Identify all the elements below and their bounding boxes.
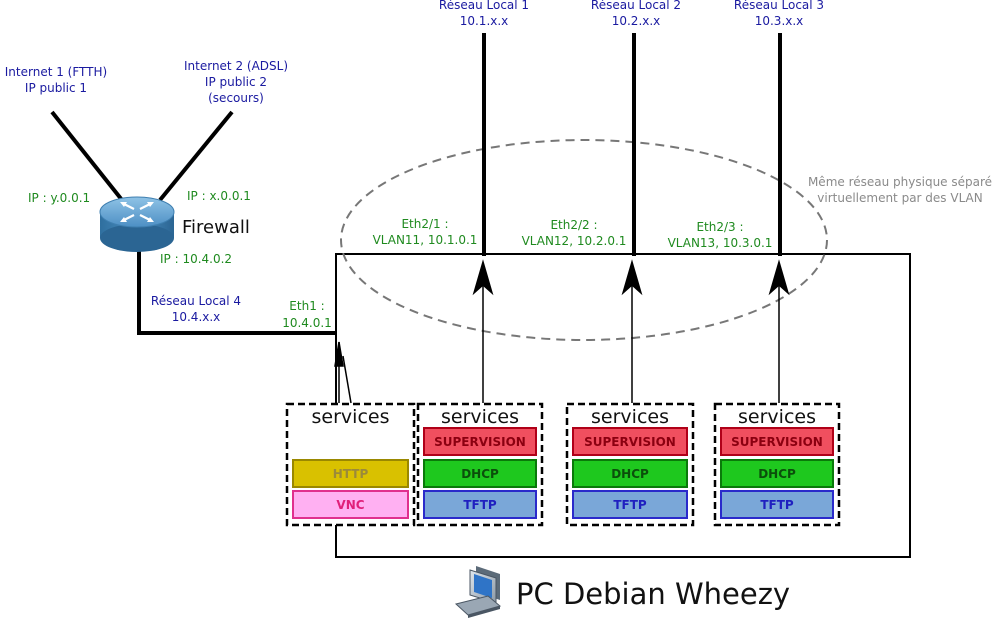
lan2-subnet: 10.2.x.x	[612, 14, 661, 28]
eth2-1-label: Eth2/1 :	[401, 217, 448, 231]
service-supervision-block	[720, 427, 834, 456]
internet1-label-line2: IP public 1	[25, 81, 87, 95]
service-supervision-label: SUPERVISION	[584, 435, 676, 449]
service-http-label: HTTP	[333, 467, 369, 481]
service-tftp-block	[572, 490, 688, 519]
firewall-ip-bottom: IP : 10.4.0.2	[160, 252, 232, 266]
service-box-title: services	[591, 406, 669, 428]
service-vnc-label: VNC	[336, 498, 364, 512]
service-box-title: services	[441, 406, 519, 428]
firewall-router-icon	[99, 196, 175, 252]
service-box-title: services	[738, 406, 816, 428]
service-supervision-label: SUPERVISION	[731, 435, 823, 449]
service-tftp-label: TFTP	[760, 498, 794, 512]
eth1-label-line1: Eth1 :	[289, 299, 324, 313]
vlan-note-line1: Même réseau physique séparé	[808, 175, 992, 189]
pc-label: PC Debian Wheezy	[516, 577, 790, 611]
service-dhcp-label: DHCP	[758, 467, 796, 481]
service-vnc-block	[292, 490, 409, 519]
vlan-ellipse	[340, 139, 828, 341]
firewall-ip-right: IP : x.0.0.1	[187, 189, 251, 203]
internet2-label-line1: Internet 2 (ADSL)	[184, 59, 288, 73]
eth1-label-line2: 10.4.0.1	[282, 316, 332, 330]
service-http-block	[292, 459, 409, 488]
service-supervision-block	[572, 427, 688, 456]
firewall-label: Firewall	[182, 217, 250, 238]
lan3-name: Réseau Local 3	[734, 0, 824, 12]
service-supervision-block	[423, 427, 537, 456]
service-tftp-label: TFTP	[613, 498, 647, 512]
internet2-label-line2: IP public 2	[205, 75, 267, 89]
service-dhcp-label: DHCP	[461, 467, 499, 481]
service-arrows	[334, 259, 790, 404]
service-dhcp-block	[720, 459, 834, 488]
service-tftp-block	[720, 490, 834, 519]
lan1-name: Réseau Local 1	[439, 0, 529, 12]
eth2-2-vlan: VLAN12, 10.2.0.1	[522, 234, 627, 248]
service-dhcp-block	[423, 459, 537, 488]
lan4-label-line1: Réseau Local 4	[151, 294, 241, 308]
internet2-label-line3: (secours)	[208, 91, 264, 105]
service-tftp-block	[423, 490, 537, 519]
service-supervision-label: SUPERVISION	[434, 435, 526, 449]
vlan-note-line2: virtuellement par des VLAN	[817, 191, 982, 205]
service-dhcp-block	[572, 459, 688, 488]
eth2-3-vlan: VLAN13, 10.3.0.1	[668, 236, 773, 250]
service-dhcp-label: DHCP	[611, 467, 649, 481]
eth2-3-label: Eth2/3 :	[696, 220, 743, 234]
lan3-subnet: 10.3.x.x	[755, 14, 804, 28]
pc-computer-icon	[454, 566, 502, 618]
eth2-1-vlan: VLAN11, 10.1.0.1	[373, 233, 478, 247]
lan4-link	[137, 250, 336, 335]
internet1-link	[50, 110, 124, 202]
firewall-ip-left: IP : y.0.0.1	[28, 191, 90, 205]
lan2-name: Réseau Local 2	[591, 0, 681, 12]
lan1-subnet: 10.1.x.x	[460, 14, 509, 28]
service-box-title: services	[312, 406, 390, 428]
internet2-link	[158, 110, 234, 202]
lan4-label-line2: 10.4.x.x	[172, 310, 221, 324]
eth2-2-label: Eth2/2 :	[550, 218, 597, 232]
internet1-label-line1: Internet 1 (FTTH)	[5, 65, 107, 79]
service-tftp-label: TFTP	[463, 498, 497, 512]
